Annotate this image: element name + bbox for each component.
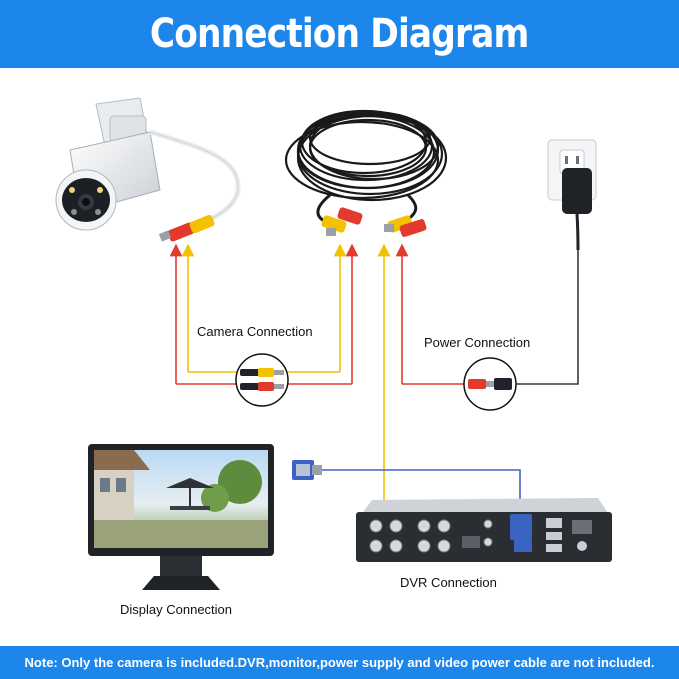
camera-connection-label: Camera Connection [197,324,313,339]
camera-connector-zoom [235,353,289,407]
footer-note-banner: Note: Only the camera is included.DVR,mo… [0,646,679,679]
vga-plug [292,460,322,480]
page-title: Connection Diagram [150,11,530,57]
power-connection-label: Power Connection [424,335,531,350]
power-connector-zoom [463,357,517,411]
video-power-cable-coil [284,109,448,237]
power-adapter [547,139,597,251]
title-banner: Connection Diagram [0,0,679,68]
display-connection-label: Display Connection [120,602,233,617]
dvr-device [356,498,612,562]
dvr-connection-label: DVR Connection [400,575,497,590]
camera-device [55,97,241,242]
monitor-device [88,444,274,590]
footer-note: Note: Only the camera is included.DVR,mo… [24,655,655,670]
